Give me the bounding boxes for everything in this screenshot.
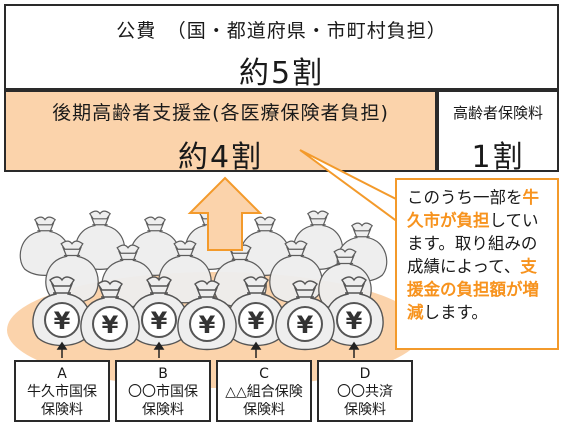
elderly-premium-ratio: 1割 [471, 140, 525, 175]
insurer-fee: 保険料 [344, 402, 386, 418]
elderly-premium-box: 高齢者保険料 1割 [437, 90, 559, 175]
front-yen-bags: ¥ ¥ ¥ ¥ ¥ ¥ ¥ [32, 276, 384, 351]
insurer-letter: B [158, 366, 168, 382]
yen-symbol-ab: ¥ [102, 311, 119, 339]
callout-box: このうち一部を牛久市が負担しています。取り組みの成績によって、支援金の負担額が増… [395, 178, 559, 350]
yen-symbol-cd: ¥ [297, 311, 314, 339]
insurer-fee: 保険料 [243, 402, 285, 418]
callout-text-2: しています。取り組みの成績によって、 [407, 211, 539, 276]
yen-symbol-a: ¥ [54, 307, 71, 335]
callout-text-1: このうち一部を [407, 188, 523, 207]
public-funds-title: 公費 （国・都道府県・市町村負担） [116, 20, 447, 42]
callout-highlight-2: 支援金の負担額が増減 [407, 257, 539, 322]
insurer-letter: A [57, 366, 67, 382]
support-funds-box: 後期高齢者支援金(各医療保険者負担) 約4割 [4, 90, 437, 175]
yen-symbol-bc: ¥ [199, 311, 216, 339]
insurer-box-b: B 〇〇市国保 保険料 [115, 360, 211, 422]
callout-text-3: します。 [423, 303, 488, 322]
insurer-name: 〇〇共済 [337, 384, 393, 400]
support-funds-ratio: 約4割 [177, 140, 264, 175]
elderly-premium-title: 高齢者保険料 [452, 104, 543, 122]
callout-highlight-1: 牛久市が負担 [407, 188, 539, 230]
yen-symbol-c: ¥ [248, 307, 265, 335]
insurer-fee: 保険料 [41, 402, 83, 418]
yen-symbol-d: ¥ [346, 307, 363, 335]
insurer-arrows [56, 341, 360, 358]
insurer-box-d: D 〇〇共済 保険料 [317, 360, 413, 422]
public-funds-ratio: 約5割 [238, 56, 325, 91]
insurer-letter: D [359, 366, 371, 382]
support-funds-title: 後期高齢者支援金(各医療保険者負担) [52, 102, 389, 124]
insurer-box-c: C △△組合保険 保険料 [216, 360, 312, 422]
yen-symbol-b: ¥ [151, 307, 168, 335]
insurer-letter: C [259, 366, 269, 382]
insurer-box-a: A 牛久市国保 保険料 [14, 360, 110, 422]
insurer-name: 牛久市国保 [27, 384, 97, 400]
upward-arrow [187, 176, 263, 251]
insurer-name: △△組合保険 [225, 384, 303, 400]
insurer-name: 〇〇市国保 [128, 384, 198, 400]
insurer-fee: 保険料 [142, 402, 184, 418]
public-funds-box: 公費 （国・都道府県・市町村負担） 約5割 [4, 4, 559, 91]
